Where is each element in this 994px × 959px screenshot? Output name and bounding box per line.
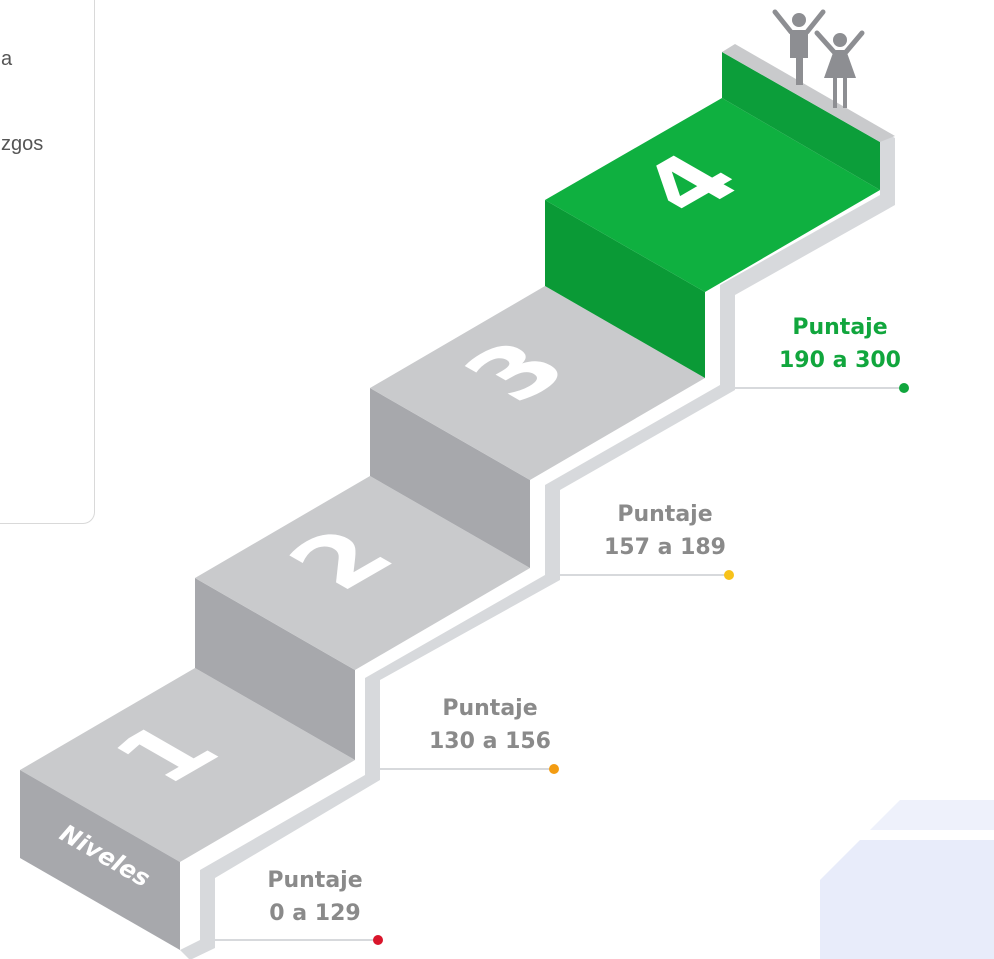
score-dot-3 — [724, 570, 734, 580]
score-label-3-title: Puntaje — [617, 502, 712, 527]
score-dot-1 — [373, 935, 383, 945]
score-label-2-title: Puntaje — [442, 696, 537, 721]
score-dot-4 — [899, 383, 909, 393]
score-dot-2 — [549, 764, 559, 774]
score-label-4-title: Puntaje — [792, 315, 887, 340]
score-label-2-range: 130 a 156 — [429, 729, 551, 754]
score-label-1-range: 0 a 129 — [269, 901, 360, 926]
score-label-3-range: 157 a 189 — [604, 535, 726, 560]
score-label-1-title: Puntaje — [267, 868, 362, 893]
watermark-logo — [820, 800, 994, 959]
score-label-4-range: 190 a 300 — [779, 348, 901, 373]
